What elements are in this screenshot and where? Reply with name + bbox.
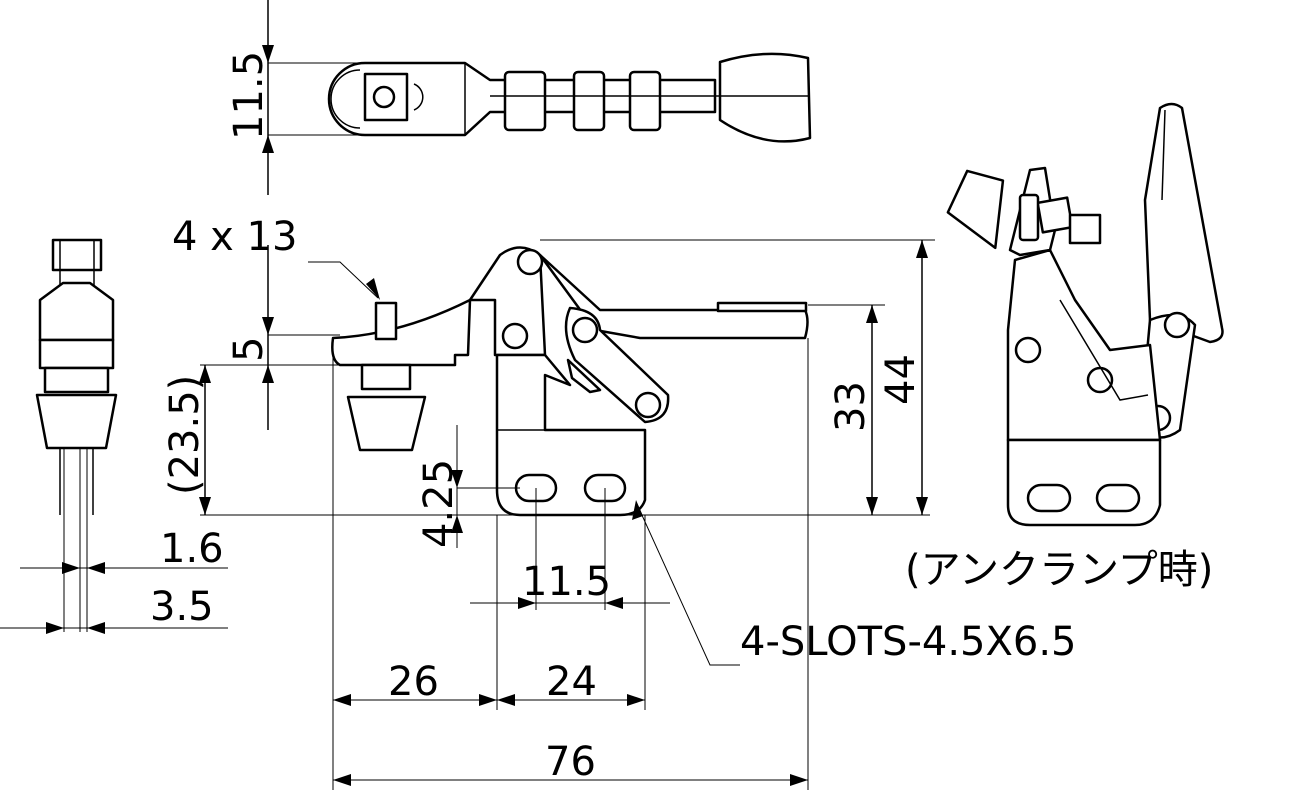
- top-view: 11.5: [226, 0, 812, 195]
- dim-top-width: 11.5: [226, 51, 272, 140]
- dim-slot-offset: 4.25: [416, 459, 462, 548]
- dim-height-44: 44: [878, 354, 924, 405]
- dim-pin-wide: 3.5: [150, 584, 214, 630]
- dim-base-24: 24: [546, 659, 597, 705]
- dim-slot-pitch: 11.5: [522, 559, 611, 605]
- left-side-view: 1.6 3.5: [0, 238, 228, 634]
- dim-pin-thin: 1.6: [160, 526, 224, 572]
- dim-height-33: 33: [828, 381, 874, 432]
- dim-total-76: 76: [545, 739, 596, 785]
- dim-height-23-5: (23.5): [162, 375, 208, 495]
- unclamp-caption: (アンクランプ時): [905, 547, 1213, 593]
- dim-base-26: 26: [388, 659, 439, 705]
- dim-offset-5: 5: [226, 337, 272, 362]
- front-view: 4 x 13 5 (23.5) 33 44 4.25: [162, 214, 1077, 790]
- unclamped-view: (アンクランプ時): [905, 102, 1224, 593]
- dim-pin-label: 4 x 13: [172, 214, 297, 260]
- slots-note: 4-SLOTS-4.5X6.5: [740, 619, 1077, 665]
